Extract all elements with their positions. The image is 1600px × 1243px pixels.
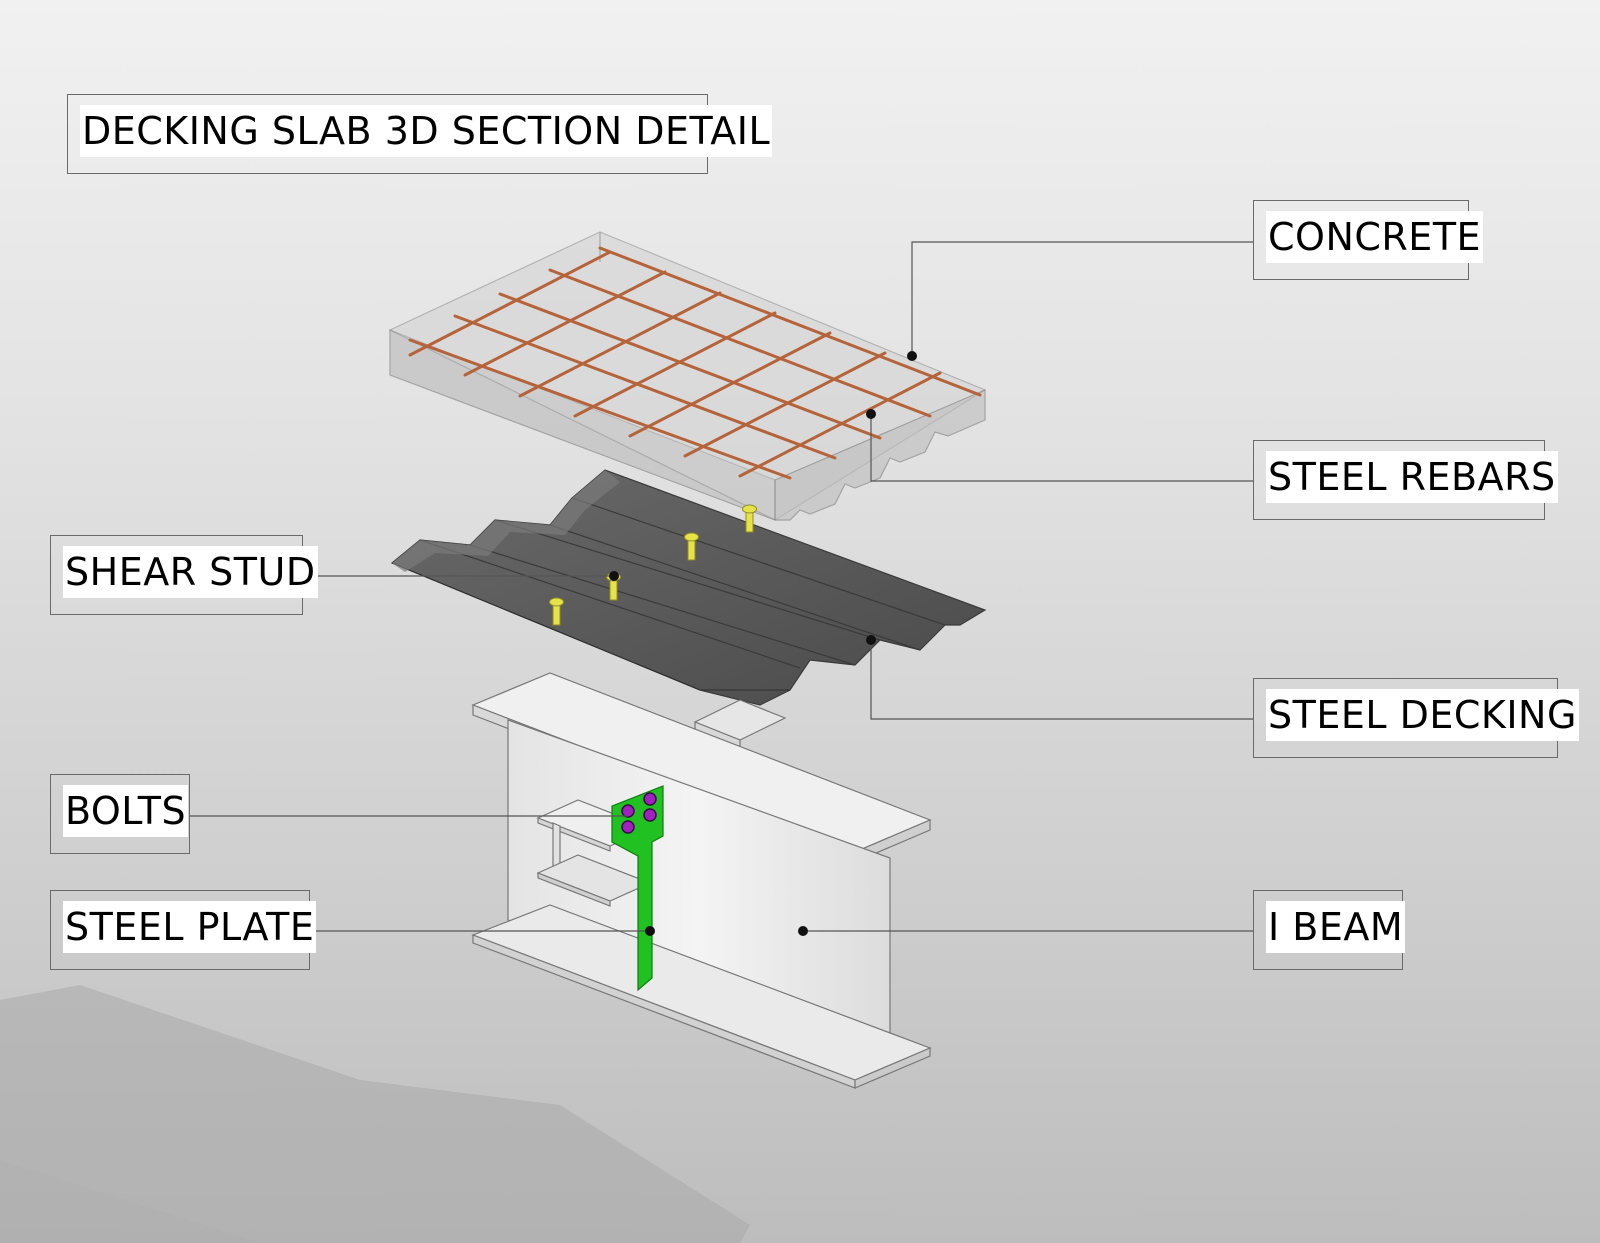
bolts xyxy=(621,792,657,834)
label-steel-rebars: STEEL REBARS xyxy=(1253,440,1558,520)
label-bolts: BOLTS xyxy=(50,774,190,854)
i-beam xyxy=(471,672,932,1089)
steel-plate xyxy=(611,785,664,992)
ground-shadow xyxy=(0,985,750,1243)
label-steel-decking-text: STEEL DECKING xyxy=(1266,689,1579,741)
label-steel-rebars-text: STEEL REBARS xyxy=(1266,451,1558,503)
diagram-title-text: DECKING SLAB 3D SECTION DETAIL xyxy=(80,105,773,157)
concrete-slab xyxy=(388,231,987,521)
label-concrete-text: CONCRETE xyxy=(1266,211,1484,263)
diagram-title: DECKING SLAB 3D SECTION DETAIL xyxy=(67,94,773,174)
leader-lines xyxy=(190,241,1253,932)
label-steel-plate-text: STEEL PLATE xyxy=(63,901,317,953)
label-shear-stud: SHEAR STUD xyxy=(50,535,318,615)
label-i-beam-text: I BEAM xyxy=(1266,901,1406,953)
label-i-beam: I BEAM xyxy=(1253,890,1406,970)
shear-studs xyxy=(549,504,757,626)
leader-dots xyxy=(609,351,917,936)
label-shear-stud-text: SHEAR STUD xyxy=(63,546,318,598)
label-steel-plate: STEEL PLATE xyxy=(50,890,317,970)
label-bolts-text: BOLTS xyxy=(63,785,189,837)
rebar-grid xyxy=(408,246,982,480)
steel-decking xyxy=(390,469,987,706)
label-concrete: CONCRETE xyxy=(1253,200,1484,280)
label-steel-decking: STEEL DECKING xyxy=(1253,678,1579,758)
